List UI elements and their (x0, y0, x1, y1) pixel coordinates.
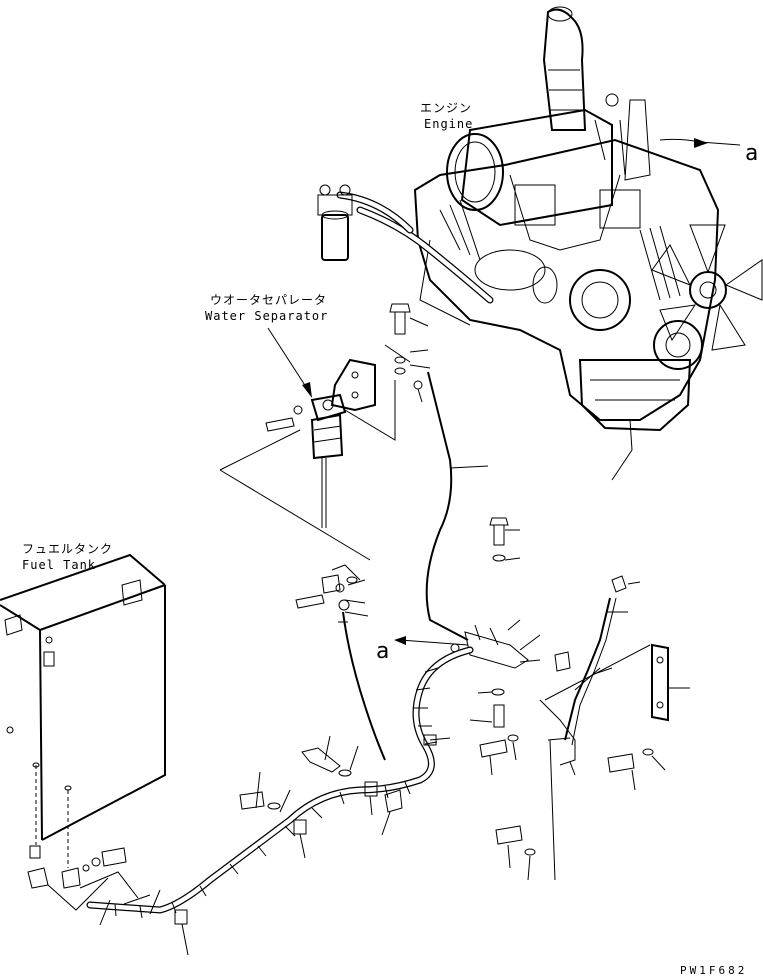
mid-bolt-group (489, 517, 521, 562)
right-bolts (469, 688, 666, 881)
clamp-assembly (450, 619, 541, 669)
ref-a-top-label: a (745, 141, 758, 166)
fuel-tank (0, 553, 166, 926)
water-separator (219, 344, 411, 561)
water-separator-label-jp: ウオータセパレータ (210, 293, 327, 307)
fuel-tank-label-en: Fuel Tank (22, 558, 96, 572)
fuel-tank-label-jp: フュエルタンク (22, 542, 113, 556)
ref-a-mid-label: a (376, 639, 389, 664)
water-separator-label-en: Water Separator (205, 309, 328, 323)
left-fitting-group (295, 564, 386, 761)
engine-label-jp: エンジン (420, 101, 472, 115)
engine-fan (651, 224, 763, 351)
drawing-code: PW1F682 (680, 964, 747, 977)
engine-label-en: Engine (424, 117, 473, 131)
engine-assembly (317, 6, 763, 481)
upper-bolt-group (389, 303, 431, 403)
lower-mid-bolts (239, 735, 403, 836)
right-bracket (539, 575, 690, 881)
